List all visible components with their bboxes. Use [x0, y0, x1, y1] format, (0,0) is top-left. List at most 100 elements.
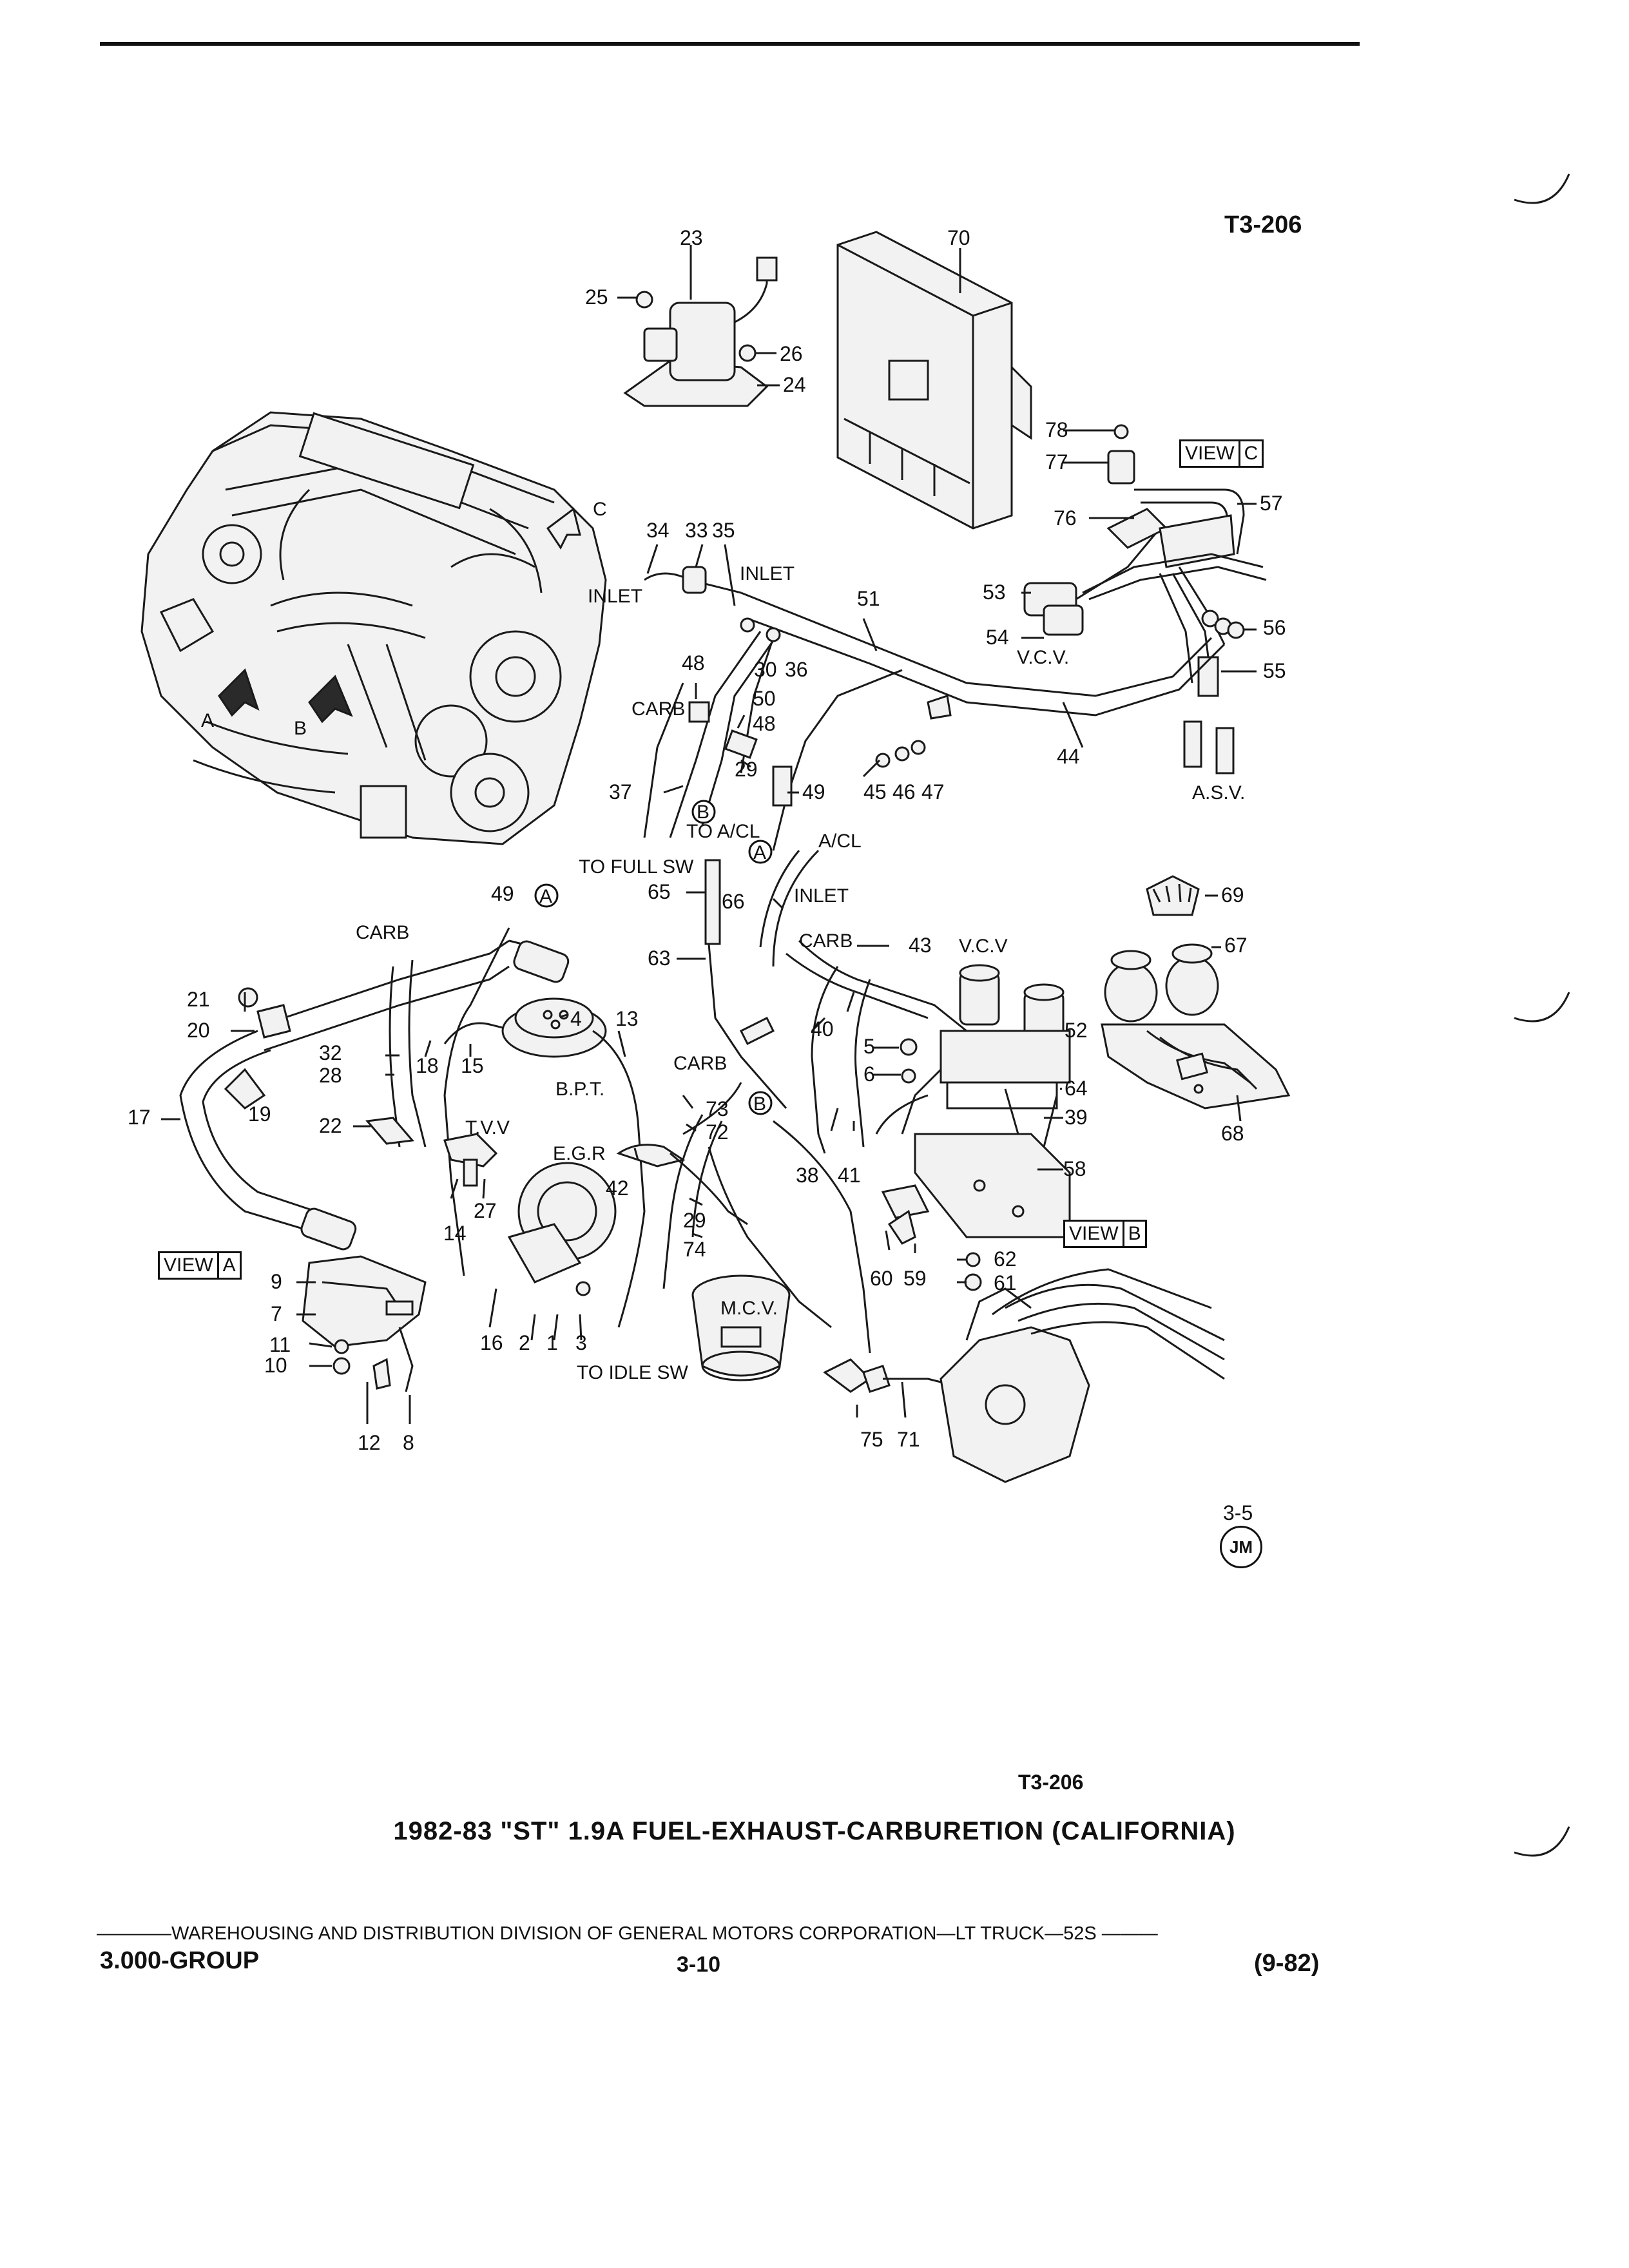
callout-36: 36 — [785, 658, 808, 681]
view-c-bracket — [1101, 875, 1291, 1122]
callout-64: 64 — [1065, 1077, 1088, 1100]
footer-page-number: 3-10 — [677, 1952, 721, 1977]
callout-44: 44 — [1057, 745, 1080, 768]
label-tvv: T.V.V — [465, 1117, 510, 1139]
label-inlet: INLET — [740, 563, 795, 584]
engine-illustration: A B C — [140, 411, 607, 845]
label-to-acl: TO A/CL — [686, 821, 760, 842]
callout-56: 56 — [1263, 616, 1286, 639]
callout-2: 2 — [519, 1331, 530, 1354]
callout-6: 6 — [863, 1062, 875, 1086]
callout-5: 5 — [863, 1035, 875, 1058]
callout-50: 50 — [753, 687, 776, 710]
callout-21: 21 — [187, 988, 210, 1011]
callout-29b: 29 — [683, 1209, 706, 1232]
label-inlet: INLET — [588, 586, 642, 607]
callout-48a: 48 — [682, 651, 705, 675]
label-vcv: V.C.V. — [1017, 647, 1069, 668]
callout-72: 72 — [706, 1120, 729, 1144]
callout-37: 37 — [609, 780, 632, 803]
callout-68: 68 — [1221, 1122, 1244, 1145]
callout-62: 62 — [994, 1247, 1017, 1271]
callout-39: 39 — [1065, 1106, 1088, 1129]
callout-12: 12 — [358, 1431, 381, 1454]
label-carb: CARB — [799, 930, 853, 952]
callout-43: 43 — [909, 934, 932, 957]
callout-75: 75 — [860, 1428, 883, 1451]
circle-letter-a: A — [753, 842, 766, 863]
callout-40: 40 — [811, 1017, 834, 1041]
footer-group: 3.000-GROUP — [100, 1947, 260, 1974]
upper-hose-harness — [643, 544, 1226, 851]
marker-letters: B A A B — [539, 802, 766, 1115]
callout-35: 35 — [712, 519, 735, 542]
circle-letter-b: B — [753, 1093, 766, 1115]
label-carb: CARB — [673, 1053, 727, 1074]
callout-18: 18 — [416, 1054, 439, 1077]
callout-41: 41 — [838, 1164, 861, 1187]
callout-17: 17 — [128, 1106, 151, 1129]
callout-71: 71 — [897, 1428, 920, 1451]
callout-27: 27 — [474, 1199, 497, 1222]
callout-14: 14 — [443, 1222, 467, 1245]
callout-4: 4 — [570, 1007, 582, 1030]
figure-number-top: T3-206 — [1224, 211, 1302, 238]
callout-49a: 49 — [802, 780, 825, 803]
callout-30: 30 — [754, 658, 777, 681]
label-to-full-sw: TO FULL SW — [579, 856, 694, 878]
callout-34: 34 — [646, 519, 670, 542]
callout-numbers: 23 25 26 24 70 78 77 76 57 53 54 56 55 3… — [128, 226, 1286, 1454]
label-egr: E.G.R — [553, 1143, 606, 1164]
callout-33: 33 — [685, 519, 708, 542]
callout-11: 11 — [269, 1333, 291, 1356]
callout-54: 54 — [986, 626, 1009, 649]
callout-42: 42 — [606, 1177, 629, 1200]
callout-49b: 49 — [491, 882, 514, 905]
svg-text:A: A — [201, 710, 214, 731]
margin-mark — [1514, 1826, 1570, 1857]
callout-1: 1 — [546, 1331, 558, 1354]
label-asv: A.S.V. — [1192, 782, 1245, 803]
circle-letter-b: B — [697, 802, 709, 823]
solenoid-assembly — [617, 245, 780, 407]
callout-60: 60 — [870, 1267, 893, 1290]
callout-53: 53 — [983, 581, 1006, 604]
label-carb: CARB — [356, 922, 409, 943]
callout-61: 61 — [994, 1271, 1017, 1294]
control-unit-box — [836, 231, 1032, 530]
callout-57: 57 — [1260, 492, 1283, 515]
callout-73: 73 — [706, 1097, 729, 1120]
callout-45: 45 — [863, 780, 887, 803]
callout-3: 3 — [575, 1331, 587, 1354]
callout-29a: 29 — [735, 758, 758, 781]
callout-67: 67 — [1224, 934, 1248, 957]
page-title: 1982-83 "ST" 1.9A FUEL-EXHAUST-CARBURETI… — [393, 1817, 1236, 1845]
callout-63: 63 — [648, 947, 671, 970]
vcv-assembly-top — [1021, 424, 1267, 774]
callout-25: 25 — [585, 285, 608, 309]
callout-66: 66 — [722, 890, 745, 913]
middle-hoses-mcv — [662, 849, 1225, 1483]
callout-16: 16 — [480, 1331, 503, 1354]
callout-7: 7 — [271, 1302, 282, 1325]
callout-65: 65 — [648, 880, 671, 903]
lower-left-assembly — [161, 927, 748, 1424]
callout-70: 70 — [947, 226, 970, 249]
label-mcv: M.C.V. — [720, 1298, 778, 1319]
diagram-words: INLET INLET INLET CARB CARB CARB CARB V.… — [356, 563, 1245, 1383]
margin-mark — [1514, 992, 1570, 1023]
label-carb: CARB — [631, 698, 685, 720]
label-vcv: V.C.V — [959, 936, 1008, 957]
callout-20: 20 — [187, 1019, 210, 1042]
callout-28: 28 — [319, 1064, 342, 1087]
callout-46: 46 — [892, 780, 916, 803]
callout-13: 13 — [615, 1007, 639, 1030]
callout-24: 24 — [783, 373, 806, 396]
footer-publisher-line: ————WAREHOUSING AND DISTRIBUTION DIVISIO… — [97, 1923, 1158, 1944]
callout-9: 9 — [271, 1270, 282, 1293]
margin-mark — [1514, 173, 1570, 204]
callout-8: 8 — [403, 1431, 414, 1454]
